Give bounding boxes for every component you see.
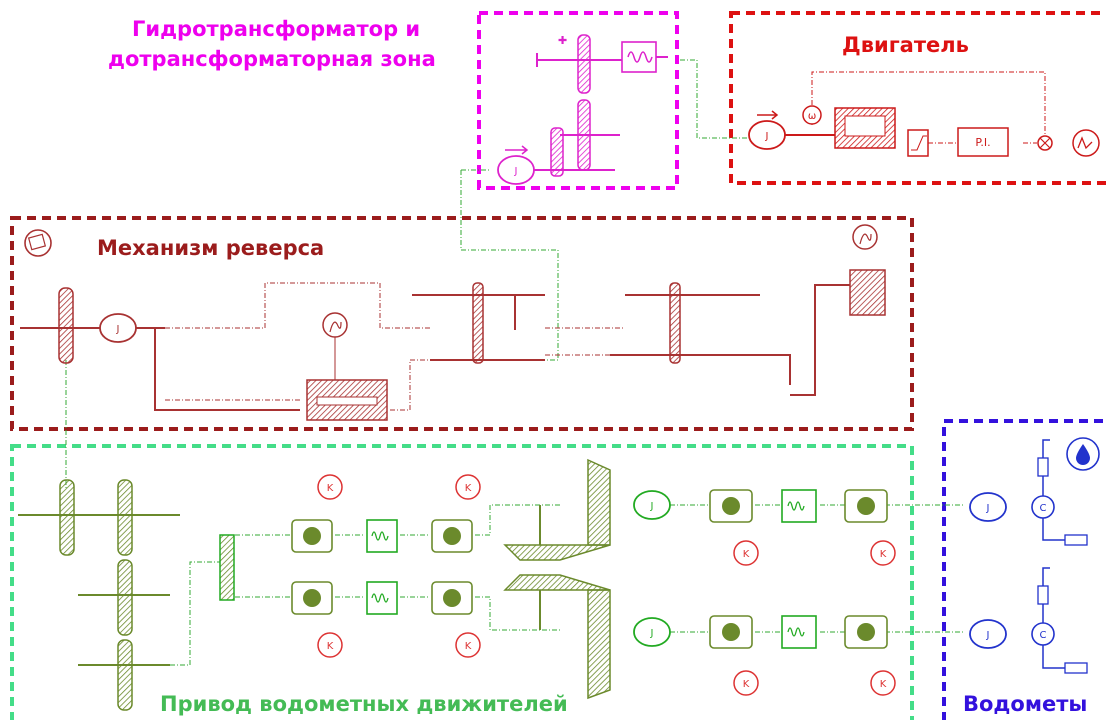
reverse-input-gear xyxy=(58,287,74,364)
drive-inertia-label: J xyxy=(650,628,654,639)
k-label: K xyxy=(327,641,334,652)
k-label: K xyxy=(327,483,334,494)
signal-connections xyxy=(65,59,1046,666)
spring-upper-1 xyxy=(366,519,398,553)
drive-gear-4 xyxy=(117,639,133,711)
k-source-lower-3 xyxy=(733,670,759,696)
pi-label: P.I. xyxy=(975,136,990,149)
reverse-gear-a xyxy=(472,282,484,364)
k-label: K xyxy=(880,679,887,690)
reverse-mechanism: J xyxy=(20,224,886,421)
reverse-gear-b xyxy=(669,282,681,364)
converter-zone-title-line1: Гидротрансформатор и xyxy=(132,17,421,41)
k-label: K xyxy=(880,549,887,560)
engine-zone-border xyxy=(729,11,1106,185)
drive-gear-1 xyxy=(59,479,75,556)
plus-mark: ✚ xyxy=(558,34,567,47)
converter-gear-upper xyxy=(577,34,591,94)
jet-inertia-label: J xyxy=(986,630,990,641)
k-source-lower-4 xyxy=(870,670,896,696)
engine-inertia-label: J xyxy=(765,131,769,142)
k-label: K xyxy=(465,483,472,494)
bevel-plate-lower xyxy=(587,589,611,700)
converter-pump-gear xyxy=(550,127,564,177)
jet-inertia-label: J xyxy=(986,503,990,514)
engine-saturation xyxy=(907,129,929,157)
reverse-inertia xyxy=(99,313,137,343)
spring-lower-1 xyxy=(366,581,398,615)
drive-train: K K K K J K K xyxy=(18,458,896,711)
bevel-gear-upper xyxy=(503,544,611,561)
reverse-zone-title: Механизм реверса xyxy=(97,236,325,260)
drive-zone-border xyxy=(10,444,914,720)
k-source-upper-1 xyxy=(317,474,343,500)
k-source-upper-2 xyxy=(455,474,481,500)
converter-zone-border xyxy=(477,11,679,190)
engine-speed-sensor xyxy=(802,105,822,125)
engine-setpoint-source xyxy=(1072,129,1100,157)
k-source-upper-3 xyxy=(733,540,759,566)
water-jets: J C J C xyxy=(969,437,1100,674)
converter-inertia-label: J xyxy=(514,166,518,177)
jet-c-label: C xyxy=(1040,630,1047,641)
reverse-inertia-label: J xyxy=(116,324,120,335)
bevel-gear-lower xyxy=(503,574,611,591)
jet-inertia-upper xyxy=(969,492,1007,522)
splitter-block xyxy=(219,534,235,601)
brake-signal-source xyxy=(852,224,878,250)
engine-zone-title: Двигатель xyxy=(842,33,969,57)
drive-inertia-label: J xyxy=(650,501,654,512)
drive-gear-2 xyxy=(117,479,133,556)
reverse-zone-icon xyxy=(24,229,52,257)
reverse-zone-border xyxy=(10,216,914,431)
drive-gear-3 xyxy=(117,559,133,636)
clutch-signal-source xyxy=(322,312,348,338)
engine-pi-controller xyxy=(957,127,1009,157)
k-source-upper-4 xyxy=(870,540,896,566)
k-label: K xyxy=(465,641,472,652)
drive-inertia-upper xyxy=(633,490,671,520)
bevel-plate-upper xyxy=(587,458,611,546)
spring-upper-2 xyxy=(781,489,817,523)
jets-zone-title: Водометы xyxy=(963,692,1088,716)
converter-inertia xyxy=(497,155,535,185)
k-source-lower-2 xyxy=(455,632,481,658)
jet-inertia-lower xyxy=(969,619,1007,649)
k-label: K xyxy=(743,549,750,560)
converter-zone-title-line2: дотрансформаторная зона xyxy=(108,47,436,71)
spring-lower-2 xyxy=(781,615,817,649)
drive-zone-title: Привод водометных движителей xyxy=(160,692,568,716)
omega-label: ω xyxy=(808,111,816,122)
k-label: K xyxy=(743,679,750,690)
converter-spring-block xyxy=(621,41,657,73)
torque-converter: J ✚ xyxy=(497,34,668,185)
jet-c-label: C xyxy=(1040,503,1047,514)
engine: J ω P.I. xyxy=(748,105,1100,157)
drive-inertia-lower xyxy=(633,617,671,647)
k-source-lower-1 xyxy=(317,632,343,658)
reverse-brake xyxy=(849,269,886,316)
